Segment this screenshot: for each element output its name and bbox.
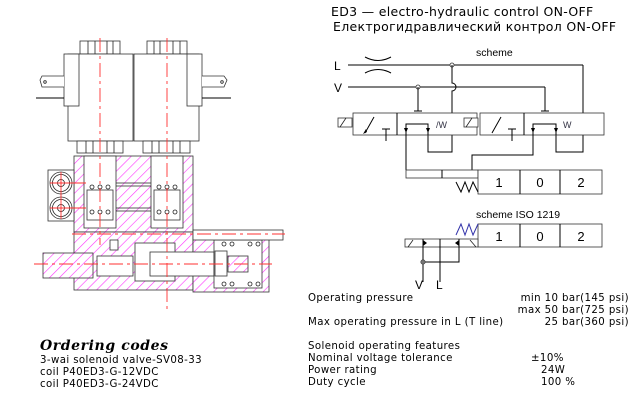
- scheme-position-0: 0: [536, 175, 543, 190]
- iso-position-1: 1: [495, 229, 502, 244]
- ordering-item: 3-wai solenoid valve-SV08-33: [40, 355, 202, 366]
- iso-position-2: 2: [577, 229, 584, 244]
- iso-port-v-label: V: [415, 278, 423, 292]
- solenoid-coil-right: [133, 40, 231, 154]
- pressure-value-min: min 10 bar(145 psi): [520, 293, 629, 304]
- solenoid-value-voltage: ±10%: [531, 353, 564, 364]
- solenoid-coil-left: [36, 40, 134, 154]
- pressure-value-max-l: 25 bar(360 psi): [544, 317, 629, 328]
- svg-text:/W: /W: [436, 120, 448, 130]
- pressure-label-operating: Operating pressure: [308, 293, 414, 304]
- scheme-iso-diagram: scheme ISO 1219 1 0 2 V L: [404, 209, 603, 292]
- scheme-port-v-label: V: [334, 81, 342, 95]
- scheme-position-1: 1: [495, 175, 502, 190]
- ordering-heading: Ordering codes: [40, 338, 169, 354]
- ordering-item: coil P40ED3-G-12VDC: [40, 367, 159, 378]
- solenoid-value-power: 24W: [541, 365, 566, 376]
- side-port-block: [47, 169, 86, 222]
- ordering-item: coil P40ED3-G-24VDC: [40, 379, 159, 390]
- solenoid-label-voltage: Nominal voltage tolerance: [308, 353, 453, 364]
- scheme-position-2: 2: [577, 175, 584, 190]
- title-english: ED3 — electro-hydraulic control ON-OFF: [331, 4, 594, 19]
- valve-section-drawing: [34, 38, 285, 310]
- solenoid-heading: Solenoid operating features: [308, 341, 461, 352]
- scheme-port-l-label: L: [334, 59, 341, 73]
- iso-position-0: 0: [536, 229, 543, 244]
- title-russian: Електрогидравлический контрол ON-OFF: [333, 19, 617, 34]
- pressure-label-max-l: Max operating pressure in L (T line): [308, 317, 504, 328]
- scheme-iso-label: scheme ISO 1219: [476, 209, 560, 221]
- iso-port-l-label: L: [436, 278, 443, 292]
- pressure-value-max: max 50 bar(725 psi): [517, 305, 629, 316]
- solenoid-value-duty: 100 %: [541, 377, 576, 388]
- scheme-label: scheme: [476, 47, 513, 59]
- solenoid-label-power: Power rating: [308, 365, 378, 376]
- solenoid-label-duty: Duty cycle: [308, 377, 366, 388]
- scheme-diagram: /W W 1 0 2 L V scheme: [334, 47, 605, 195]
- svg-text:W: W: [563, 120, 572, 130]
